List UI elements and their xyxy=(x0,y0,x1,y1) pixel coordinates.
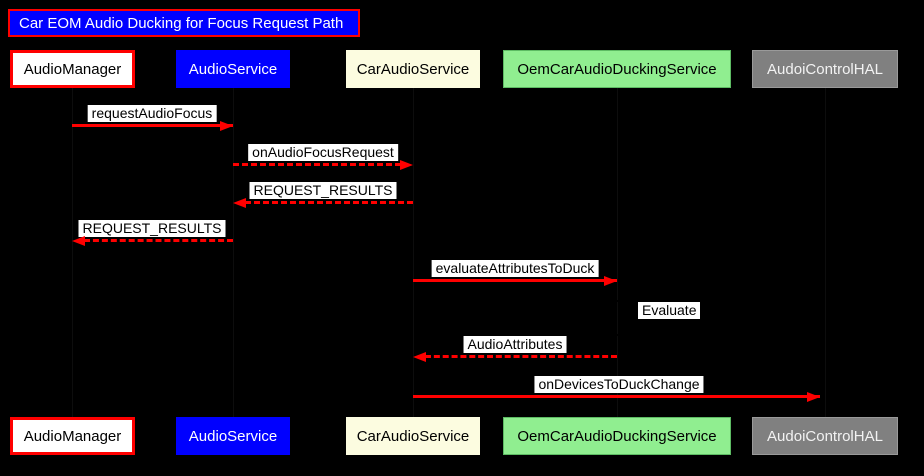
participant-caraudioservice-top: CarAudioService xyxy=(346,50,480,88)
message-label: REQUEST_RESULTS xyxy=(78,220,226,237)
participant-audoicontrolhal-bottom: AudoiControlHAL xyxy=(752,417,898,455)
lifeline-audioservice xyxy=(233,88,234,417)
message-label: REQUEST_RESULTS xyxy=(249,182,397,199)
message-label: AudioAttributes xyxy=(463,336,567,353)
arrowhead-right xyxy=(400,160,413,170)
participant-audoicontrolhal-top: AudoiControlHAL xyxy=(752,50,898,88)
lifeline-caraudioservice xyxy=(413,88,414,417)
message-arrow-line xyxy=(233,163,401,166)
arrowhead-right xyxy=(807,392,820,402)
message-label: Evaluate xyxy=(638,302,701,319)
arrowhead-right xyxy=(220,121,233,131)
message-label: onAudioFocusRequest xyxy=(248,144,398,161)
message-arrow-line xyxy=(245,201,413,204)
participant-oemcaraudioduckingservice-bottom: OemCarAudioDuckingService xyxy=(503,417,731,455)
arrowhead-left xyxy=(233,198,246,208)
message-arrow-line xyxy=(425,355,617,358)
participant-audiomanager-top: AudioManager xyxy=(10,50,135,88)
lifeline-audoicontrolhal xyxy=(825,88,826,417)
message-label: requestAudioFocus xyxy=(87,105,217,122)
diagram-title: Car EOM Audio Ducking for Focus Request … xyxy=(8,9,360,37)
participant-audiomanager-bottom: AudioManager xyxy=(10,417,135,455)
arrowhead-left xyxy=(413,352,426,362)
participant-oemcaraudioduckingservice-top: OemCarAudioDuckingService xyxy=(503,50,731,88)
lifeline-audiomanager xyxy=(72,88,73,417)
message-arrow-line xyxy=(72,124,233,127)
message-arrow-line xyxy=(84,239,233,242)
lifeline-oemcaraudioduckingservice xyxy=(617,88,618,417)
message-label: evaluateAttributesToDuck xyxy=(431,260,599,277)
arrowhead-right xyxy=(604,276,617,286)
participant-audioservice-top: AudioService xyxy=(176,50,290,88)
message-arrow-line xyxy=(413,279,617,282)
participant-audioservice-bottom: AudioService xyxy=(176,417,290,455)
message-label: onDevicesToDuckChange xyxy=(534,376,704,393)
message-arrow-line xyxy=(413,395,820,398)
participant-caraudioservice-bottom: CarAudioService xyxy=(346,417,480,455)
arrowhead-left xyxy=(72,236,85,246)
